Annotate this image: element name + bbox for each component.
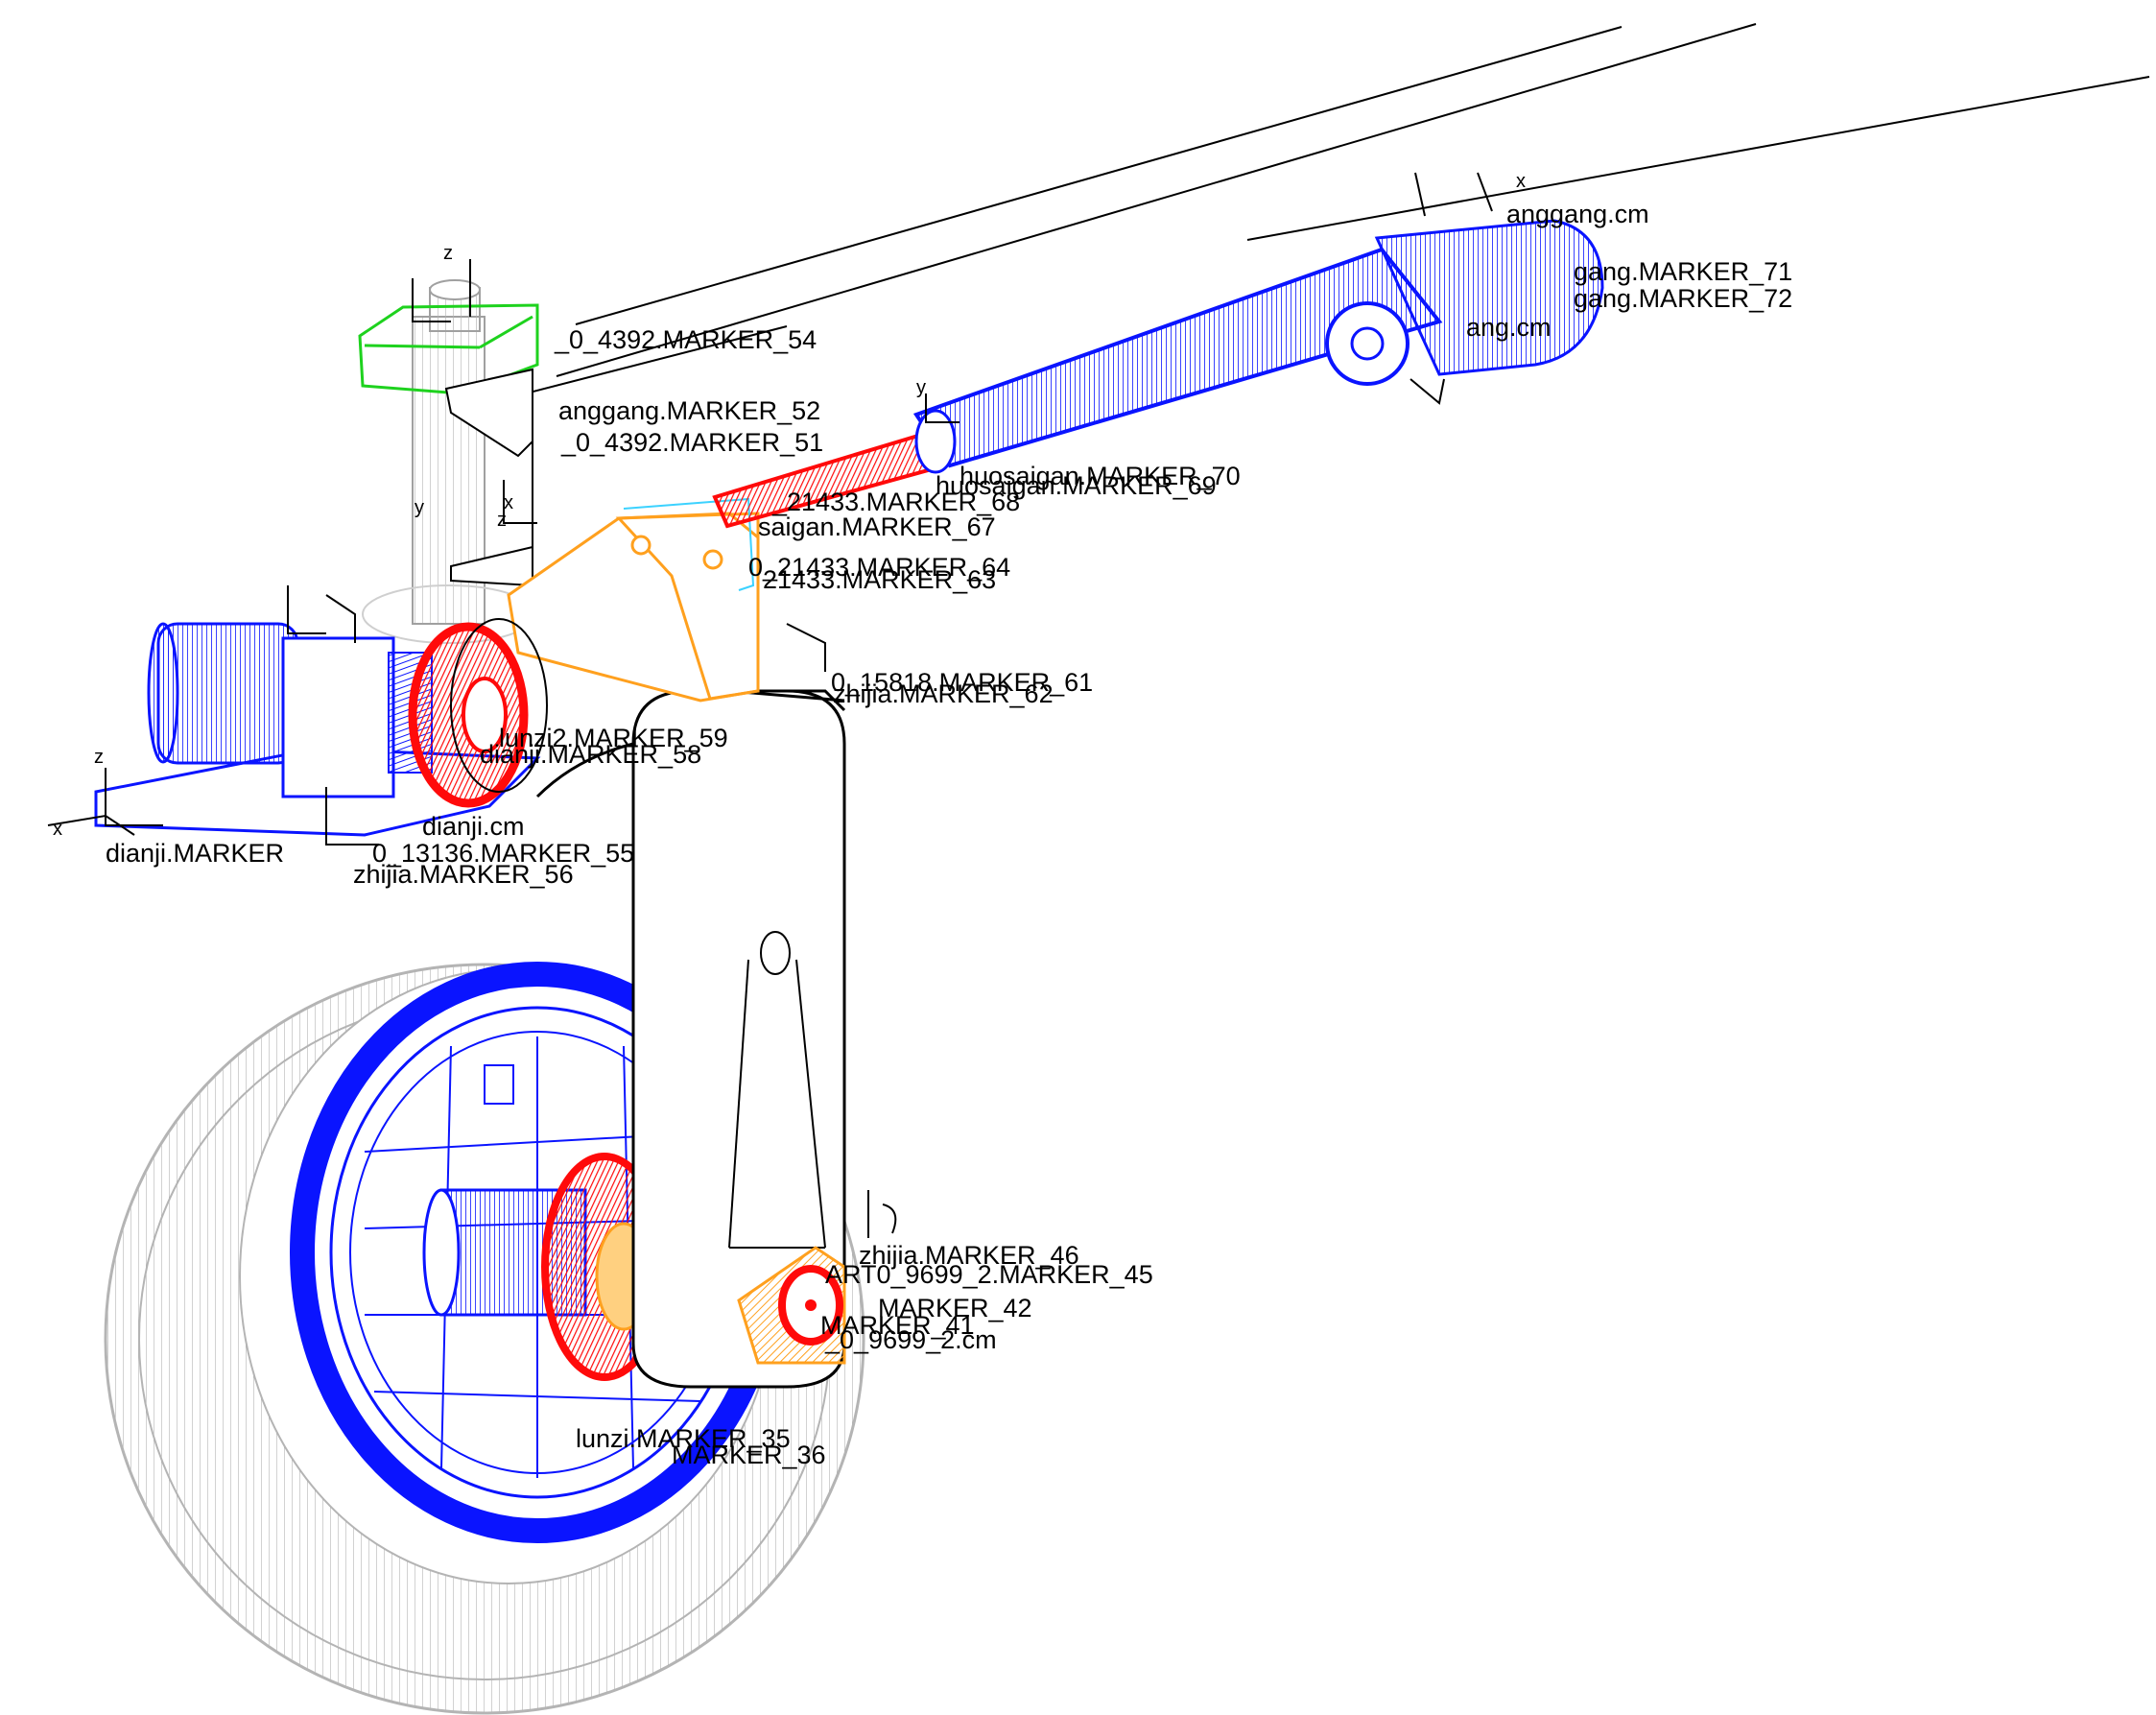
axis-y-column: y <box>415 497 424 518</box>
motor-gear <box>408 618 548 808</box>
axis-y-cylinder: y <box>916 377 926 398</box>
label-marker-54: _0_4392.MARKER_54 <box>554 325 817 354</box>
label-marker-55: 0_13136.MARKER_55 <box>372 839 634 868</box>
label-marker-58: dianji.MARKER_58 <box>480 740 701 769</box>
label-marker-36: MARKER_36 <box>672 1441 826 1469</box>
label-marker-67: saigan.MARKER_67 <box>758 512 996 541</box>
label-marker-41: MARKER_41 <box>820 1311 975 1340</box>
label-cm-9699: _0_9699_2.cm <box>824 1325 997 1354</box>
label-marker-52: anggang.MARKER_52 <box>558 396 820 425</box>
marker-labels: anggang.cm gang.MARKER_71 gang.MARKER_72… <box>106 200 1792 1469</box>
axis-z-column: z <box>497 510 507 531</box>
lower-bracket <box>737 1246 846 1365</box>
axis-z-base: z <box>94 747 104 768</box>
label-marker-62: zhijia.MARKER_62 <box>833 679 1054 708</box>
label-dianji-marker: dianji.MARKER <box>106 839 284 868</box>
label-marker-72: gang.MARKER_72 <box>1574 284 1792 313</box>
marker-glyphs <box>47 172 1493 1238</box>
hydraulic-cylinder <box>712 219 1604 529</box>
support-column <box>362 279 536 644</box>
label-marker-46: zhijia.MARKER_46 <box>859 1241 1079 1270</box>
label-cm-top-frag: ang.cm <box>1466 313 1552 342</box>
label-dianji-cm: dianji.cm <box>422 812 525 841</box>
label-marker-68: _21433.MARKER_68 <box>771 488 1020 516</box>
axis-x-column: x <box>504 492 513 513</box>
axis-glyphs: z y x z y z x x <box>53 171 1526 840</box>
top-clamp <box>358 303 539 395</box>
label-marker-45: ART0_9699_2.MARKER_45 <box>825 1260 1153 1289</box>
label-marker-64: 0_21433.MARKER_64 <box>748 553 1010 582</box>
axis-z-top: z <box>443 243 453 264</box>
label-marker-59: lunzi2.MARKER_59 <box>499 724 728 752</box>
axis-x-top: x <box>1516 171 1526 192</box>
label-marker-63: 21433.MARKER_63 <box>763 565 996 594</box>
label-marker-69: huosaigan.MARKER_69 <box>936 471 1217 500</box>
swing-arm <box>535 689 846 1389</box>
label-cm-top: anggang.cm <box>1506 200 1649 228</box>
label-marker-51: _0_4392.MARKER_51 <box>560 428 823 457</box>
axis-x-base: x <box>53 819 62 840</box>
label-marker-70: huosaigan.MARKER_70 <box>960 462 1241 490</box>
label-marker-56: zhijia.MARKER_56 <box>353 860 574 889</box>
label-marker-42: MARKER_42 <box>878 1294 1032 1322</box>
upper-bracket <box>507 497 760 703</box>
label-marker-61: 0_15818.MARKER_61 <box>831 668 1093 697</box>
label-marker-71: gang.MARKER_71 <box>1574 257 1792 286</box>
label-marker-35: lunzi.MARKER_35 <box>576 1424 791 1453</box>
